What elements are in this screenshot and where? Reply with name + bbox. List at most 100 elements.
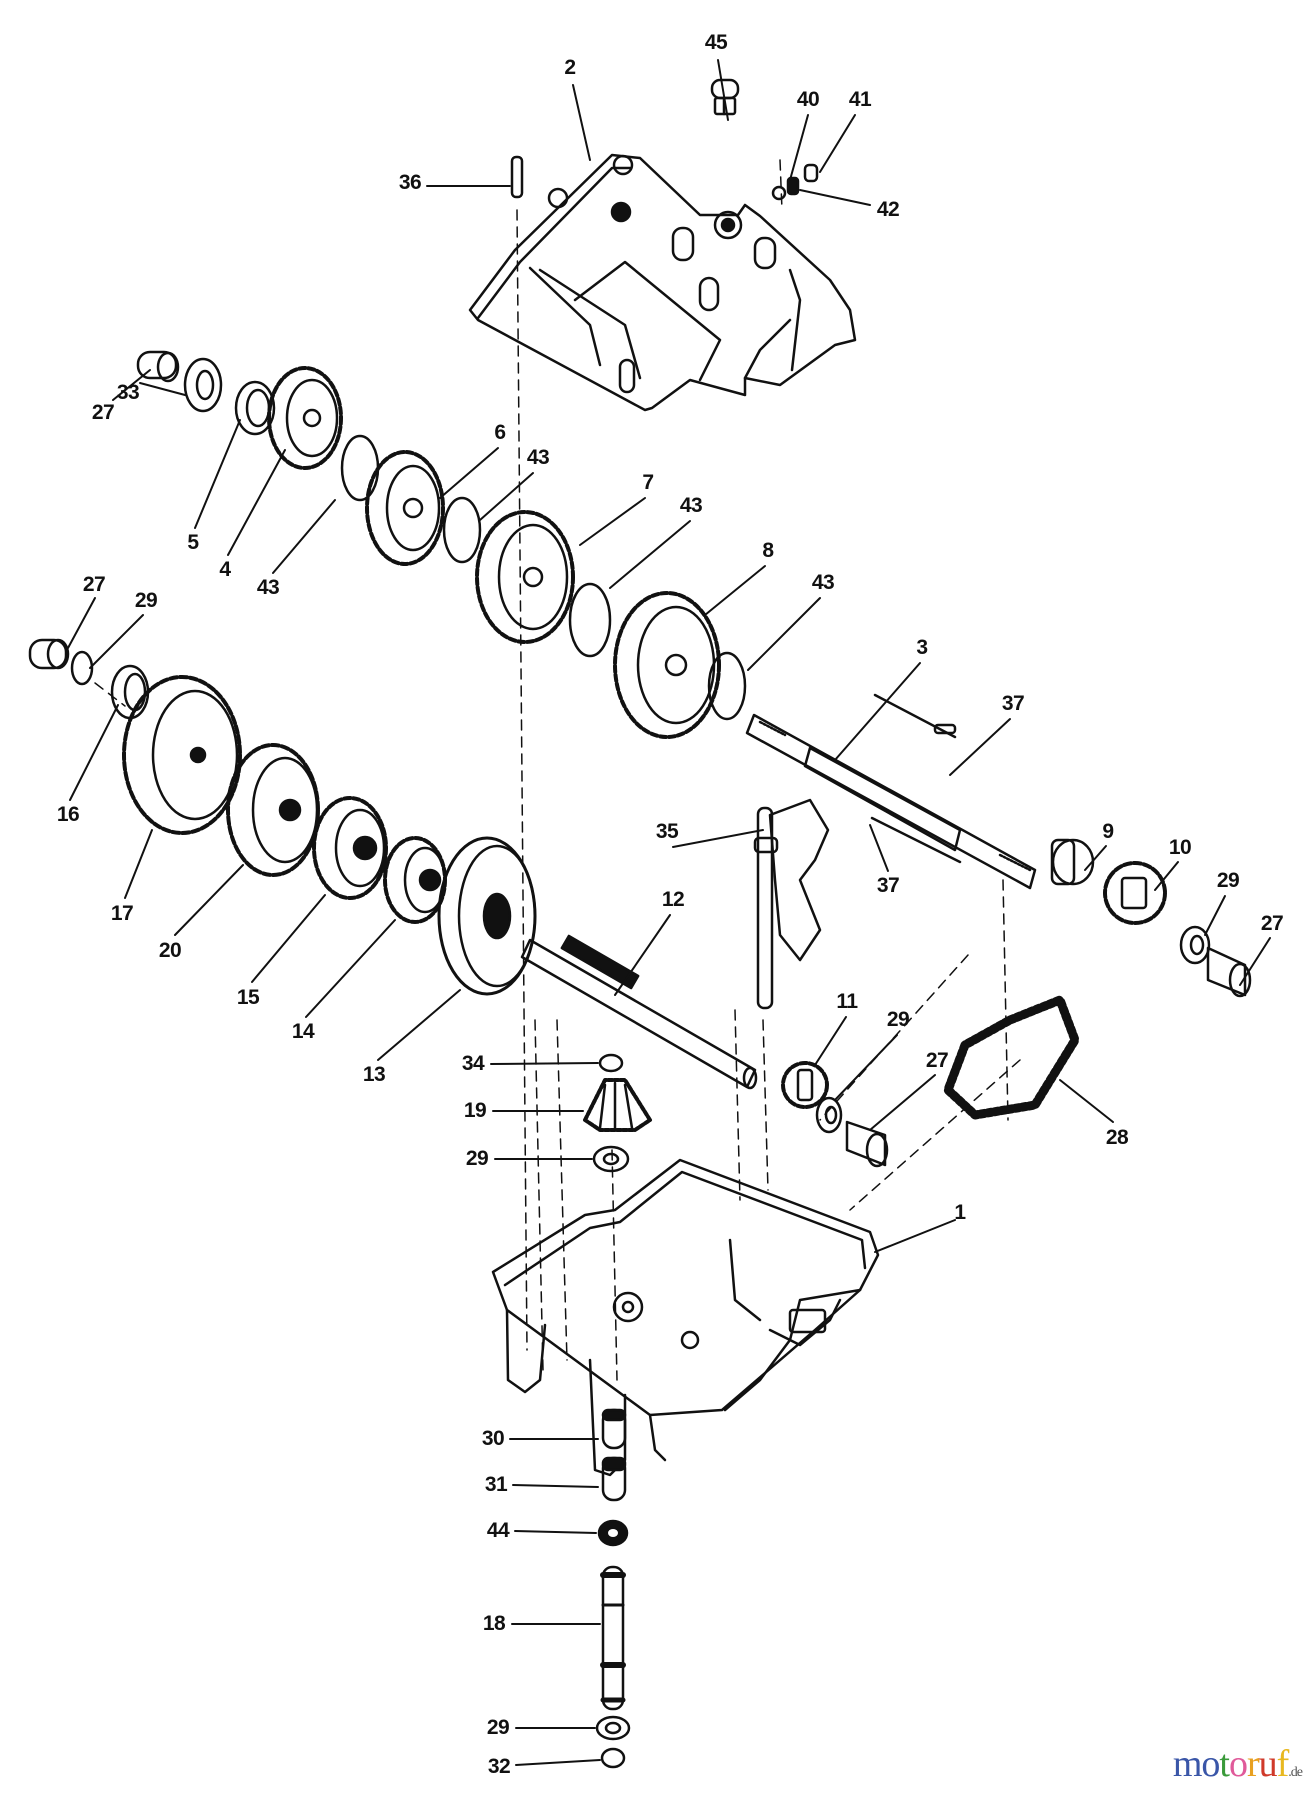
bearing-part-9[interactable] <box>1050 838 1095 886</box>
shaft-part-12[interactable] <box>520 934 758 1090</box>
part-label-30[interactable]: 30 <box>481 1427 505 1450</box>
part-label-34[interactable]: 34 <box>461 1052 485 1075</box>
key-part-37-b[interactable] <box>870 816 962 864</box>
part-label-18[interactable]: 18 <box>482 1612 506 1635</box>
thrust-washer-part-33[interactable] <box>183 357 223 413</box>
key-part-37-a[interactable] <box>873 693 957 739</box>
bevel-pinion-part-19[interactable] <box>583 1078 652 1132</box>
splined-shaft-part-3[interactable] <box>745 713 1037 890</box>
part-label-16[interactable]: 16 <box>56 803 80 826</box>
watermark-letter: f <box>1276 1743 1290 1785</box>
sprocket-part-10[interactable] <box>1103 861 1167 925</box>
gear-part-14[interactable] <box>383 836 447 924</box>
part-label-27-c[interactable]: 27 <box>1260 912 1284 935</box>
part-label-43-b[interactable]: 43 <box>526 446 550 469</box>
washer-part-29-bottom[interactable] <box>595 1715 631 1741</box>
part-label-5[interactable]: 5 <box>187 531 199 554</box>
bushing-part-16[interactable] <box>110 664 150 720</box>
thrust-washer-part-43-a[interactable] <box>340 434 380 502</box>
washer-part-29-right[interactable] <box>1179 925 1211 965</box>
part-label-32[interactable]: 32 <box>487 1755 511 1778</box>
part-label-15[interactable]: 15 <box>236 986 260 1009</box>
output-shaft-part-18[interactable] <box>600 1565 626 1711</box>
part-label-29-e[interactable]: 29 <box>486 1716 510 1739</box>
part-label-20[interactable]: 20 <box>158 939 182 962</box>
part-label-36[interactable]: 36 <box>398 171 422 194</box>
washer-part-29-center[interactable] <box>592 1145 630 1173</box>
gear-part-17[interactable] <box>122 675 242 835</box>
part-label-3[interactable]: 3 <box>916 636 928 659</box>
watermark-letter: u <box>1258 1743 1278 1785</box>
part-label-6[interactable]: 6 <box>494 421 506 444</box>
part-label-45[interactable]: 45 <box>704 31 728 54</box>
part-label-19[interactable]: 19 <box>463 1099 487 1122</box>
thrust-washer-part-43-c[interactable] <box>568 582 612 658</box>
lower-housing-part-1[interactable] <box>491 1158 880 1477</box>
seal-part-44[interactable] <box>597 1519 629 1547</box>
watermark-letter: r <box>1246 1743 1260 1785</box>
bolt-part-36[interactable] <box>510 155 524 199</box>
part-label-40[interactable]: 40 <box>796 88 820 111</box>
gear-part-4[interactable] <box>267 366 343 470</box>
sprocket-part-11[interactable] <box>781 1061 829 1109</box>
retaining-ring-part-32[interactable] <box>600 1747 626 1769</box>
part-label-27-a[interactable]: 27 <box>91 401 115 424</box>
part-label-27-d[interactable]: 27 <box>925 1049 949 1072</box>
bushing-part-27-mid[interactable] <box>845 1120 889 1168</box>
thrust-washer-part-43-b[interactable] <box>442 496 482 564</box>
bearing-part-30[interactable] <box>601 1408 627 1450</box>
watermark-letter: o <box>1228 1743 1248 1785</box>
part-label-43-a[interactable]: 43 <box>256 576 280 599</box>
ball-part-40[interactable] <box>771 185 787 201</box>
upper-housing-part-2[interactable] <box>468 153 857 412</box>
gear-part-20[interactable] <box>226 743 320 877</box>
part-label-43-c[interactable]: 43 <box>679 494 703 517</box>
set-screw-part-41[interactable] <box>803 163 819 183</box>
part-label-44[interactable]: 44 <box>486 1519 510 1542</box>
thrust-washer-part-43-d[interactable] <box>707 651 747 721</box>
part-label-13[interactable]: 13 <box>362 1063 386 1086</box>
gear-part-15[interactable] <box>312 796 388 900</box>
part-label-14[interactable]: 14 <box>291 1020 315 1043</box>
washer-part-29-left[interactable] <box>70 650 94 686</box>
part-label-8[interactable]: 8 <box>762 539 774 562</box>
gear-part-8[interactable] <box>613 591 721 739</box>
part-label-10[interactable]: 10 <box>1168 836 1192 859</box>
part-label-7[interactable]: 7 <box>642 471 654 494</box>
part-label-11[interactable]: 11 <box>836 990 858 1013</box>
shift-fork-part-35[interactable] <box>753 798 830 1010</box>
part-label-42[interactable]: 42 <box>876 198 900 221</box>
spring-part-42[interactable] <box>786 176 800 196</box>
part-label-37-a[interactable]: 37 <box>1001 692 1025 715</box>
drive-chain-part-28[interactable] <box>943 995 1080 1120</box>
gear-part-7[interactable] <box>475 510 575 644</box>
part-label-27-b[interactable]: 27 <box>82 573 106 596</box>
bushing-part-27-top[interactable] <box>136 350 180 383</box>
part-label-28[interactable]: 28 <box>1105 1126 1129 1149</box>
part-label-29-d[interactable]: 29 <box>465 1147 489 1170</box>
part-label-12[interactable]: 12 <box>661 888 685 911</box>
part-label-43-d[interactable]: 43 <box>811 571 835 594</box>
part-label-31[interactable]: 31 <box>484 1473 508 1496</box>
retaining-ring-part-34[interactable] <box>598 1053 624 1073</box>
gear-part-6[interactable] <box>365 450 445 566</box>
part-label-41[interactable]: 41 <box>848 88 872 111</box>
bearing-part-31[interactable] <box>601 1456 627 1502</box>
part-label-4[interactable]: 4 <box>219 558 231 581</box>
part-label-29-c[interactable]: 29 <box>886 1008 910 1031</box>
bushing-part-27-right[interactable] <box>1206 946 1252 998</box>
part-label-2[interactable]: 2 <box>564 56 576 79</box>
part-label-29-b[interactable]: 29 <box>1216 869 1240 892</box>
washer-part-29-mid[interactable] <box>815 1096 843 1134</box>
part-label-35[interactable]: 35 <box>655 820 679 843</box>
watermark-letter: m <box>1172 1743 1203 1785</box>
part-label-29-a[interactable]: 29 <box>134 589 158 612</box>
part-label-33[interactable]: 33 <box>116 381 140 404</box>
part-label-37-b[interactable]: 37 <box>876 874 900 897</box>
disc-gear-part-13[interactable] <box>437 836 537 996</box>
part-label-17[interactable]: 17 <box>110 902 134 925</box>
bushing-part-27-left[interactable] <box>28 638 70 670</box>
part-label-1[interactable]: 1 <box>954 1201 966 1224</box>
part-label-9[interactable]: 9 <box>1102 820 1114 843</box>
watermark-letter: o <box>1201 1743 1220 1785</box>
